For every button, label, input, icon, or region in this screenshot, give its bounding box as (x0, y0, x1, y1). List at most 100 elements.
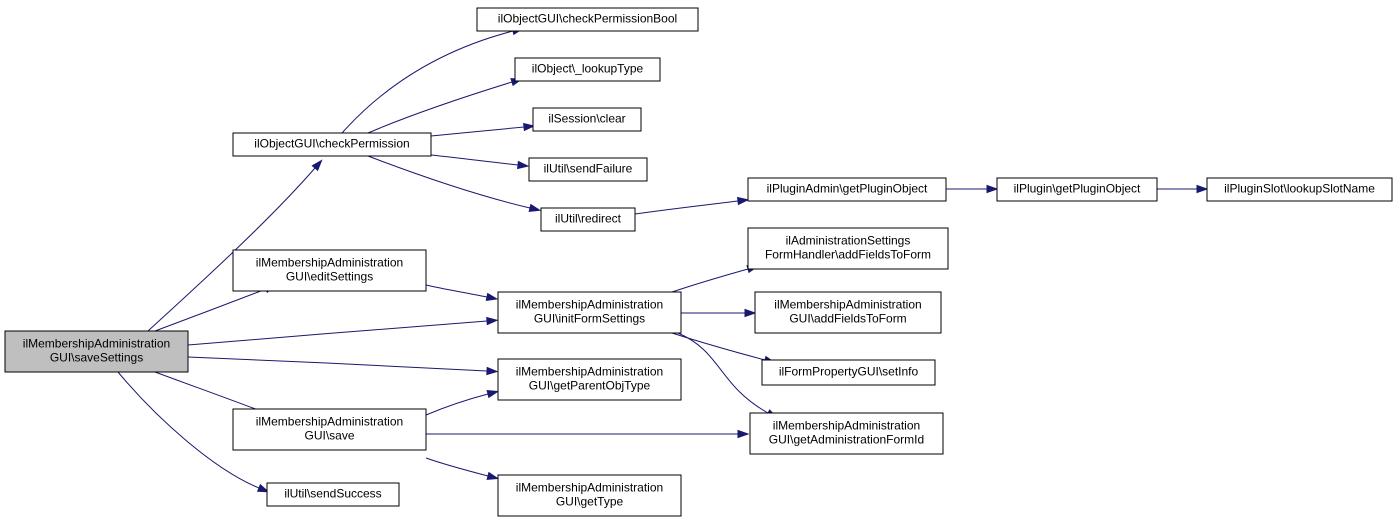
node-box (266, 482, 400, 507)
node-label: ilMembershipAdministration (516, 298, 663, 312)
node-label: ilUtil\sendSuccess (284, 487, 381, 501)
arrowhead-icon (737, 429, 750, 439)
edge-line (671, 268, 749, 293)
node-label: ilMembershipAdministration (774, 298, 921, 312)
node-box (232, 132, 432, 157)
edge-checkPermission-to-lookupType (367, 78, 523, 134)
node-label: GUI\initFormSettings (534, 312, 645, 326)
arrowhead-icon (256, 483, 270, 493)
edge-line (154, 288, 267, 332)
node-box (996, 177, 1158, 202)
node-label: ilMembershipAdministration (256, 415, 403, 429)
node-box (232, 408, 427, 451)
node-label: ilMembershipAdministration (516, 365, 663, 379)
node-box (532, 107, 642, 132)
edge-save-to-getType (425, 457, 500, 480)
node-initFormSettings[interactable]: ilMembershipAdministrationGUI\initFormSe… (497, 291, 682, 334)
edge-saveSettings-to-initFormSettings (187, 316, 499, 346)
arrowhead-icon (486, 390, 500, 399)
node-sessionClear[interactable]: ilSession\clear (532, 107, 642, 132)
arrowhead-icon (486, 316, 499, 326)
node-pluginGetPluginObject[interactable]: ilPlugin\getPluginObject (996, 177, 1158, 202)
node-box (754, 291, 942, 334)
edge-line (634, 200, 739, 215)
node-label: GUI\editSettings (286, 270, 373, 284)
edge-checkPermission-to-sendFailure (430, 154, 530, 170)
node-label: ilPluginSlot\lookupSlotName (1224, 182, 1375, 196)
arrowhead-icon (517, 160, 530, 170)
node-membershipAddFields[interactable]: ilMembershipAdministrationGUI\addFieldsT… (754, 291, 942, 334)
arrowhead-icon (528, 203, 542, 212)
nodes-layer: ilMembershipAdministrationGUI\saveSettin… (4, 7, 1393, 517)
node-box (497, 291, 682, 334)
node-label: GUI\save (304, 429, 354, 443)
edge-saveSettings-to-getParentObjType (187, 356, 499, 376)
node-saveSettings[interactable]: ilMembershipAdministrationGUI\saveSettin… (4, 330, 189, 373)
edge-pluginAdminGetPluginObject-to-pluginGetPluginObject (945, 184, 999, 194)
node-label: ilPlugin\getPluginObject (1014, 182, 1141, 196)
edge-line (425, 393, 489, 416)
edge-line (671, 332, 766, 361)
arrowhead-icon (486, 471, 500, 480)
arrowhead-icon (485, 292, 499, 302)
edge-checkPermission-to-redirect (367, 155, 542, 212)
node-label: ilMembershipAdministration (23, 337, 170, 351)
node-label: GUI\getType (556, 495, 624, 509)
node-label: ilMembershipAdministration (773, 419, 920, 433)
node-box (540, 207, 636, 232)
node-adminSettingsAddFields[interactable]: ilAdministrationSettingsFormHandler\addF… (747, 227, 949, 270)
arrowhead-icon (523, 122, 536, 132)
node-box (4, 330, 189, 373)
node-label: ilMembershipAdministration (516, 481, 663, 495)
node-sendSuccess[interactable]: ilUtil\sendSuccess (266, 482, 400, 507)
node-label: ilMembershipAdministration (256, 256, 403, 270)
node-box (761, 359, 936, 386)
edge-line (430, 126, 525, 137)
edge-save-to-getParentObjType (425, 390, 500, 416)
edge-line (425, 284, 488, 298)
node-lookupSlotName[interactable]: ilPluginSlot\lookupSlotName (1206, 177, 1393, 202)
node-box (232, 249, 427, 292)
edge-line (154, 371, 267, 414)
edge-pluginGetPluginObject-to-lookupSlotName (1156, 184, 1209, 194)
node-label: ilUtil\sendFailure (544, 162, 633, 176)
node-box (1206, 177, 1393, 202)
node-setInfo[interactable]: ilFormPropertyGUI\setInfo (761, 359, 936, 386)
node-label: ilSession\clear (548, 112, 625, 126)
node-label: ilObjectGUI\checkPermission (254, 137, 409, 151)
edge-line (367, 81, 513, 134)
edge-line (430, 154, 519, 166)
node-label: FormHandler\addFieldsToForm (765, 248, 931, 262)
edge-checkPermission-to-sessionClear (430, 122, 536, 137)
node-checkPermission[interactable]: ilObjectGUI\checkPermission (232, 132, 432, 157)
node-box (528, 157, 648, 182)
node-getParentObjType[interactable]: ilMembershipAdministrationGUI\getParentO… (497, 358, 682, 401)
arrowhead-icon (486, 366, 499, 376)
node-box (497, 474, 682, 517)
node-label: GUI\saveSettings (50, 351, 143, 365)
node-editSettings[interactable]: ilMembershipAdministrationGUI\editSettin… (232, 249, 427, 292)
arrowhead-icon (744, 308, 757, 318)
node-lookupType[interactable]: ilObject\_lookupType (514, 57, 661, 82)
arrowhead-icon (311, 159, 323, 172)
node-box (749, 412, 944, 455)
node-checkPermissionBool[interactable]: ilObjectGUI\checkPermissionBool (476, 7, 699, 32)
edge-redirect-to-pluginAdminGetPluginObject (634, 196, 750, 215)
node-sendFailure[interactable]: ilUtil\sendFailure (528, 157, 648, 182)
edge-line (341, 30, 514, 134)
node-pluginAdminGetPluginObject[interactable]: ilPluginAdmin\getPluginObject (747, 177, 947, 202)
arrowhead-icon (736, 196, 750, 206)
node-label: ilAdministrationSettings (786, 234, 911, 248)
node-getAdministrationFormId[interactable]: ilMembershipAdministrationGUI\getAdminis… (749, 412, 944, 455)
node-redirect[interactable]: ilUtil\redirect (540, 207, 636, 232)
node-label: GUI\addFieldsToForm (789, 312, 906, 326)
edge-saveSettings-to-sendSuccess (117, 371, 270, 493)
edge-line (117, 371, 260, 489)
node-label: ilObjectGUI\checkPermissionBool (498, 12, 677, 26)
node-label: ilUtil\redirect (555, 212, 622, 226)
edge-initFormSettings-to-membershipAddFields (681, 308, 757, 318)
edge-line (187, 356, 488, 372)
